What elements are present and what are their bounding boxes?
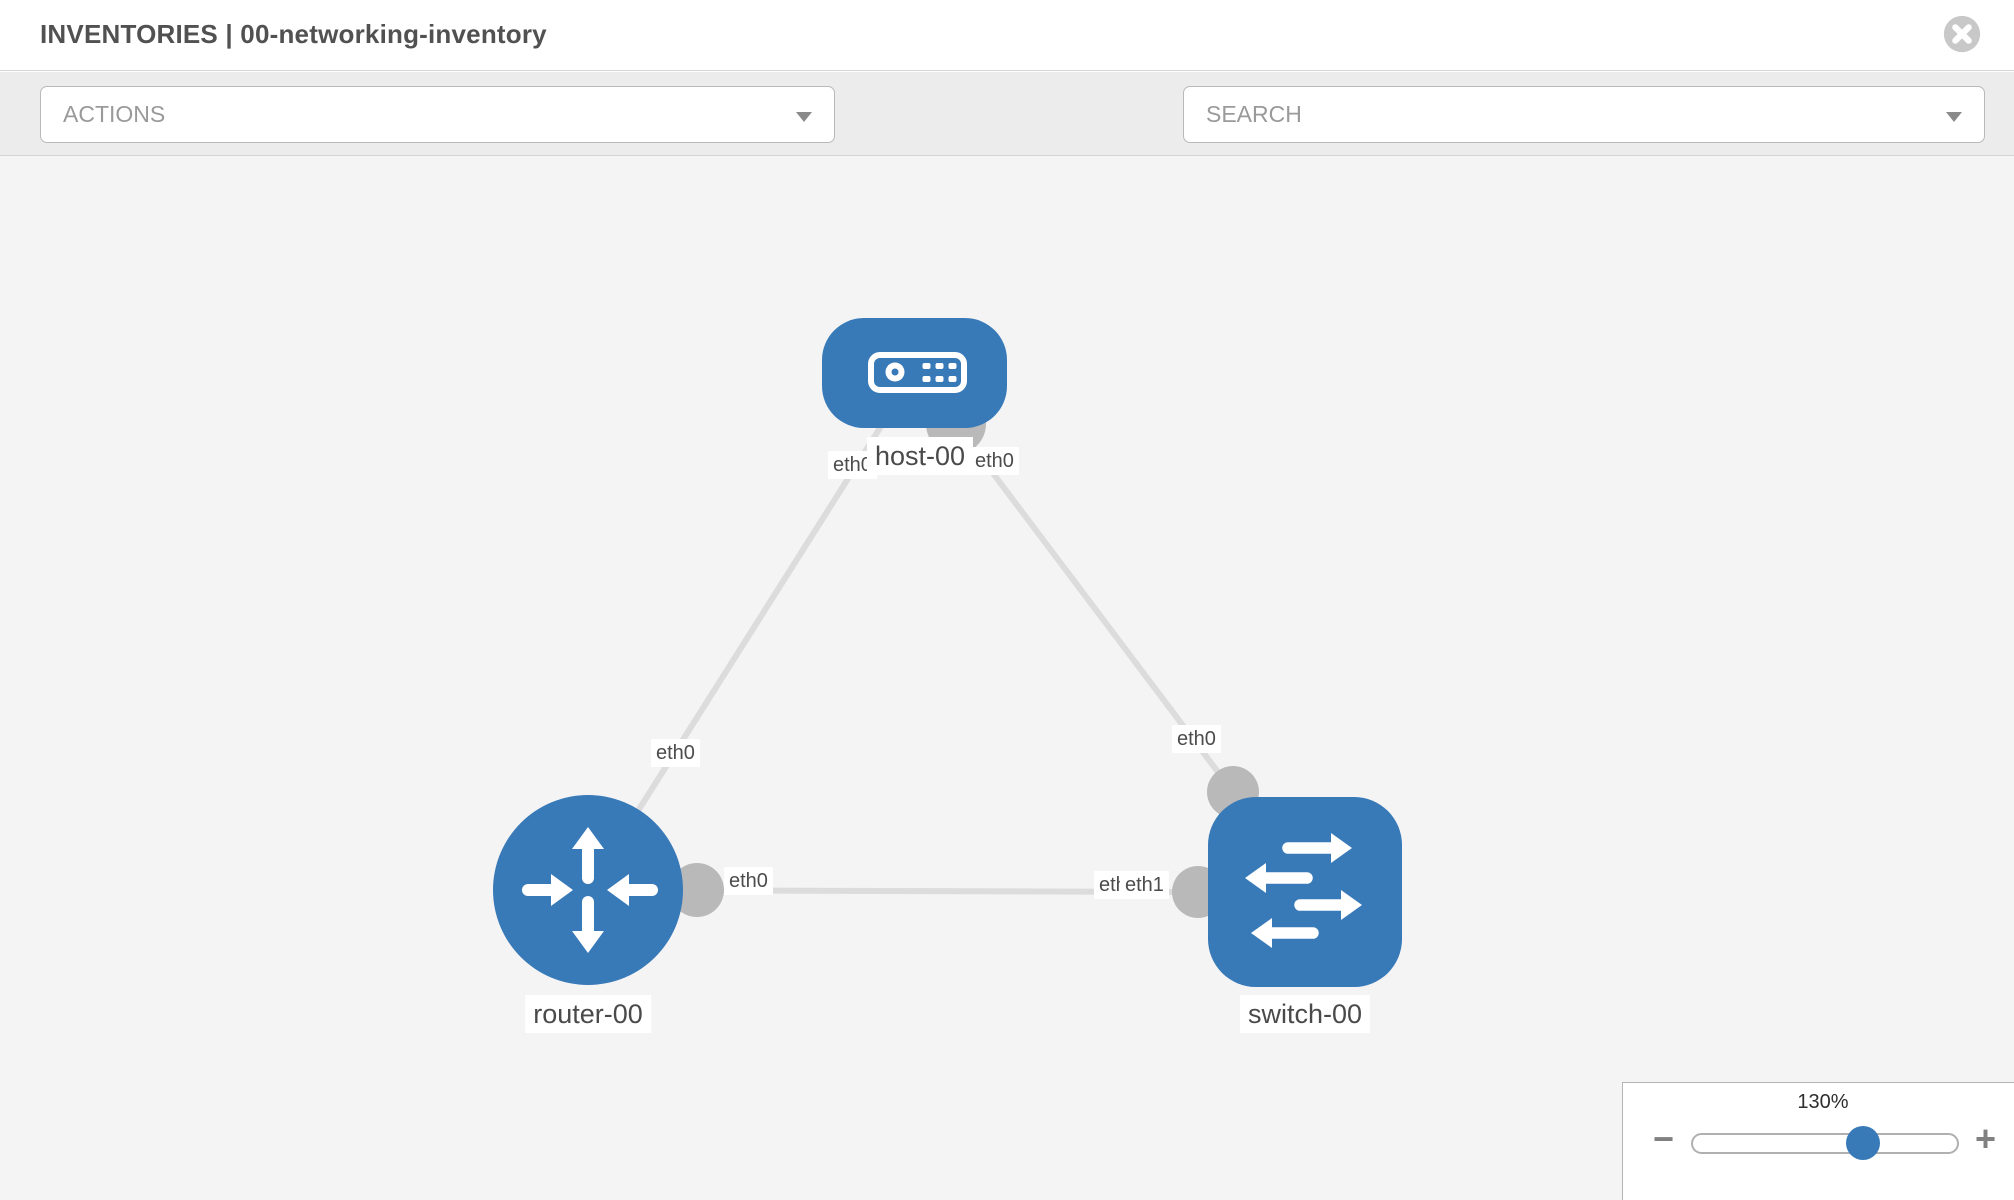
topology-graph <box>493 318 1402 987</box>
page-title: INVENTORIES | 00-networking-inventory <box>40 19 547 49</box>
iface-label-host-right: eth0 <box>970 447 1019 475</box>
node-label-router-00: router-00 <box>525 995 651 1033</box>
actions-dropdown[interactable]: ACTIONS <box>40 86 835 143</box>
zoom-in-button[interactable]: + <box>1975 1118 1997 1159</box>
zoom-slider-handle[interactable] <box>1846 1126 1880 1160</box>
zoom-level: 130% <box>1797 1091 1849 1113</box>
node-label-host-00: host-00 <box>866 437 974 475</box>
zoom-slider-track[interactable] <box>1691 1133 1959 1154</box>
topology-canvas[interactable] <box>0 156 2014 1200</box>
chevron-down-icon <box>796 112 812 122</box>
toolbar: ACTIONS SEARCH <box>0 72 2014 205</box>
actions-dropdown-label: ACTIONS <box>63 101 166 127</box>
router-icon <box>522 827 658 953</box>
zoom-out-button[interactable]: − <box>1653 1118 1675 1159</box>
search-dropdown-label: SEARCH <box>1206 101 1302 127</box>
close-icon[interactable] <box>1941 13 1983 55</box>
zoom-panel: 130% − + <box>1622 1082 2014 1200</box>
chevron-down-icon <box>1946 112 1962 122</box>
search-dropdown[interactable]: SEARCH <box>1183 86 1985 143</box>
node-switch-00[interactable] <box>1208 797 1402 987</box>
iface-label-switch-left: eth1 <box>1120 871 1169 899</box>
node-host-00[interactable] <box>822 318 1007 428</box>
iface-label-router-top: eth0 <box>651 739 700 767</box>
host-icon <box>868 352 967 393</box>
node-label-switch-00: switch-00 <box>1239 995 1371 1033</box>
iface-label-router-right: eth0 <box>724 867 773 895</box>
header: INVENTORIES | 00-networking-inventory <box>0 0 2014 71</box>
port-router-eth0 <box>670 863 724 917</box>
switch-icon <box>1245 833 1362 948</box>
node-router-00[interactable] <box>493 795 683 985</box>
iface-label-switch-top: eth0 <box>1172 725 1221 753</box>
